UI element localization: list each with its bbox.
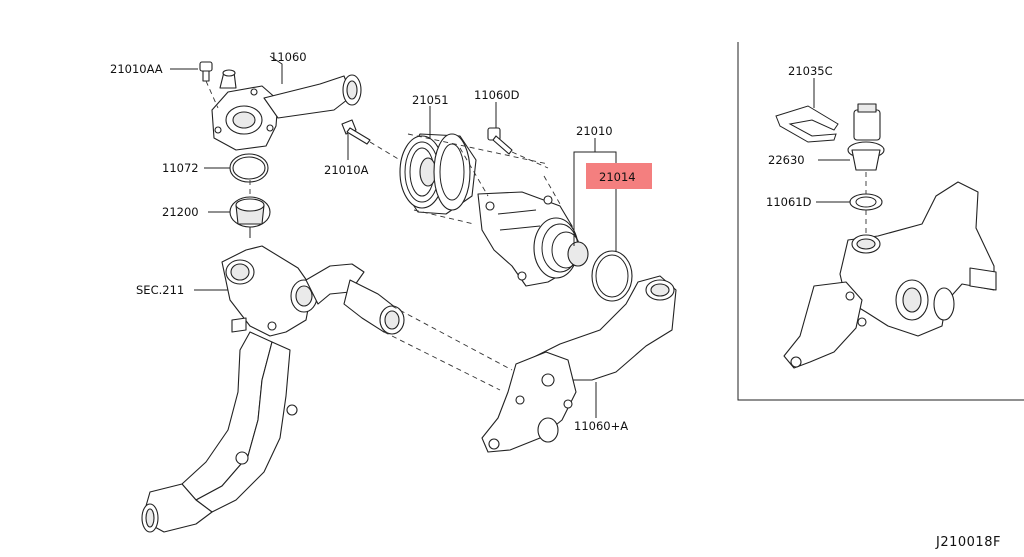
water-pump-21010-illustration[interactable]: [477, 191, 589, 287]
label-11072[interactable]: 11072: [162, 161, 199, 175]
inset-housing-illustration[interactable]: [783, 172, 997, 369]
diagram-code: J210018F: [935, 535, 1001, 550]
label-21010A[interactable]: 21010A: [324, 163, 369, 177]
label-21014[interactable]: 21014: [599, 170, 636, 184]
clip-21035C-illustration[interactable]: [775, 105, 839, 143]
water-pipe-11060A-illustration[interactable]: [481, 275, 677, 453]
thermostat-housing-illustration[interactable]: [211, 69, 362, 151]
label-11060A[interactable]: 11060+A: [574, 419, 628, 433]
label-22630[interactable]: 22630: [768, 153, 805, 167]
pulley-21051-illustration[interactable]: [399, 133, 477, 215]
label-21010AA[interactable]: 21010AA: [110, 62, 163, 76]
bolt-21010AA-illustration[interactable]: [199, 61, 219, 109]
assembly-dashed-lines: [383, 133, 561, 391]
temperature-sensor-22630-illustration[interactable]: [847, 103, 885, 171]
label-11061D[interactable]: 11061D: [766, 195, 812, 209]
label-11060D[interactable]: 11060D: [474, 88, 520, 102]
bolt-11060D-illustration[interactable]: [487, 127, 549, 169]
leader-lines: [170, 55, 850, 418]
gasket-11072-illustration[interactable]: [229, 153, 269, 183]
label-21010[interactable]: 21010: [576, 124, 613, 138]
washer-11061D-illustration[interactable]: [849, 193, 883, 211]
thermostat-21200-illustration[interactable]: [229, 180, 271, 238]
label-21051[interactable]: 21051: [412, 93, 449, 107]
label-sec-211[interactable]: SEC.211: [136, 283, 184, 297]
inset-frame: [737, 42, 1024, 401]
label-21200[interactable]: 21200: [162, 205, 199, 219]
label-21035C[interactable]: 21035C: [788, 64, 833, 78]
water-inlet-pipe-illustration[interactable]: [141, 245, 405, 533]
highlight-box-21014: [586, 163, 652, 189]
label-11060[interactable]: 11060: [270, 50, 307, 64]
o-ring-21014-illustration[interactable]: [591, 250, 633, 302]
